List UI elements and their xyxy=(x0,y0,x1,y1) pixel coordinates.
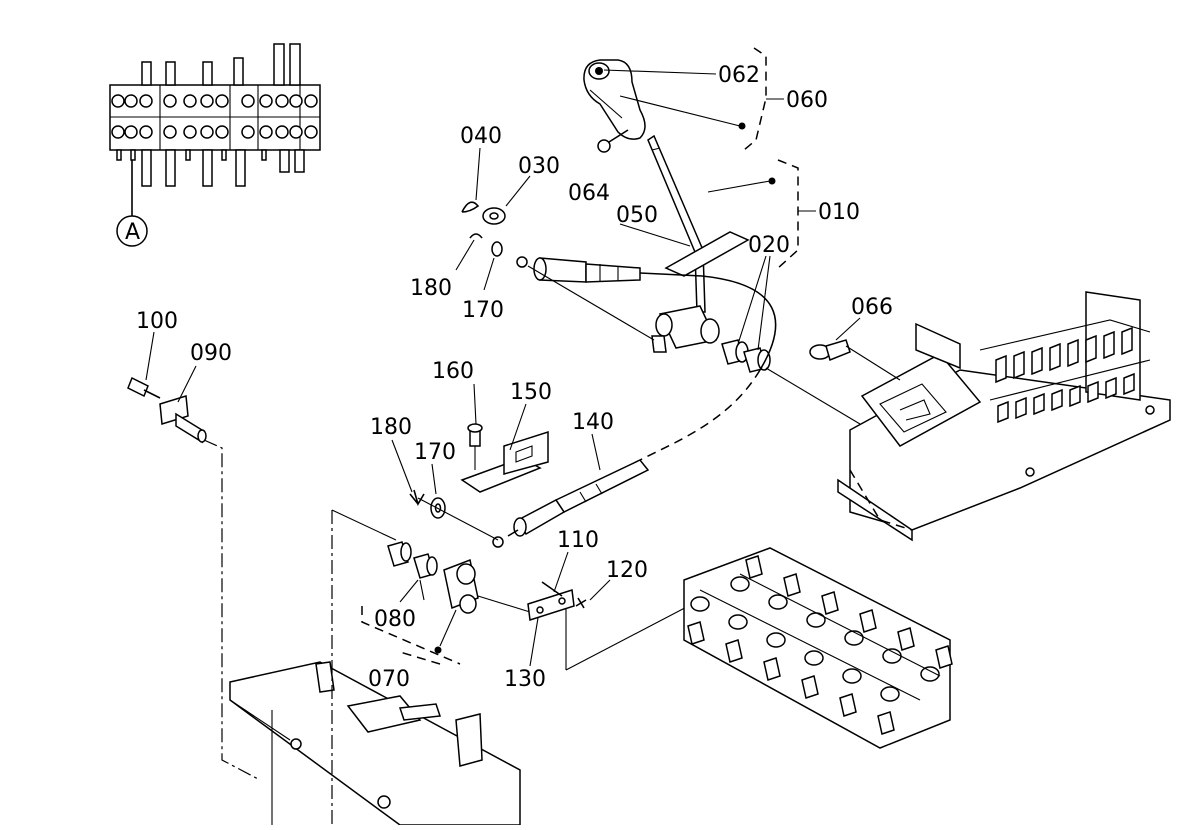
callout-030: 030 xyxy=(518,154,560,179)
cable-bracket xyxy=(460,423,549,493)
view-marker-a xyxy=(116,215,148,247)
frame-lower xyxy=(229,509,521,826)
control-valve-block xyxy=(683,547,953,749)
callout-060: 060 xyxy=(786,88,828,113)
callout-064: 064 xyxy=(568,181,610,206)
leader-lines xyxy=(145,69,861,667)
group-brackets xyxy=(399,47,799,665)
lower-lever-assembly xyxy=(361,541,531,665)
callout-110: 110 xyxy=(557,528,599,553)
callout-100: 100 xyxy=(136,309,178,334)
callout-130: 130 xyxy=(504,667,546,692)
callout-070: 070 xyxy=(368,667,410,692)
callout-120: 120 xyxy=(606,558,648,583)
callout-140: 140 xyxy=(572,410,614,435)
callout-080: 080 xyxy=(374,607,416,632)
callout-090: 090 xyxy=(190,341,232,366)
callout-020: 020 xyxy=(748,233,790,258)
upper-cable-end xyxy=(461,201,703,341)
control-lever-assembly xyxy=(583,59,771,373)
callout-066: 066 xyxy=(851,295,893,320)
lower-clip-washer xyxy=(409,489,499,541)
callout-050: 050 xyxy=(616,203,658,228)
valve-overview-inset: A xyxy=(109,43,321,247)
callout-160: 160 xyxy=(432,359,474,384)
pivot-pin xyxy=(127,376,261,781)
link-plate xyxy=(527,581,701,671)
callout-062: 062 xyxy=(718,63,760,88)
callout-170-upper: 170 xyxy=(462,298,504,323)
callout-040: 040 xyxy=(460,124,502,149)
view-marker-a-label: A xyxy=(125,220,140,245)
callout-170-lower: 170 xyxy=(414,440,456,465)
control-cable xyxy=(492,275,777,548)
callout-010: 010 xyxy=(818,200,860,225)
callout-labels: 062 060 064 040 030 050 010 020 180 170 … xyxy=(136,63,893,692)
callout-150: 150 xyxy=(510,380,552,405)
callout-180-lower: 180 xyxy=(370,415,412,440)
operator-console-frame xyxy=(765,291,1171,542)
callout-180-upper: 180 xyxy=(410,276,452,301)
